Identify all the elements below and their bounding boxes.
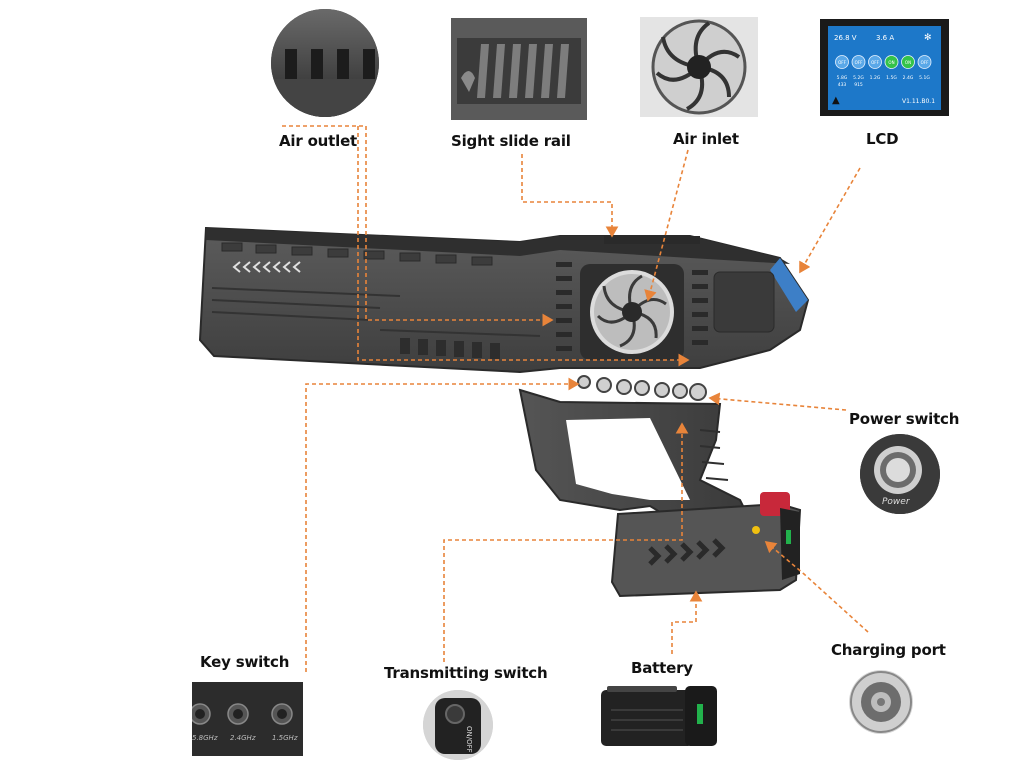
air-outlet-label: Air outlet [279, 132, 358, 150]
power-switch-thumbnail: Power [860, 434, 940, 514]
lcd-band-label: 1.2G [870, 75, 881, 81]
device-grip [518, 388, 752, 532]
charging-port-label: Charging port [831, 641, 946, 659]
lcd-current: 3.6 A [876, 34, 894, 42]
device-barrel [198, 226, 810, 374]
sight-slide-rail-thumbnail [451, 18, 587, 120]
lcd-band-button-text: OFF [838, 60, 846, 65]
key-band-0: 5.8GHz [192, 734, 218, 742]
lcd-band-button [901, 55, 915, 69]
device-battery [610, 492, 802, 598]
key-band-2: 1.5GHz [272, 734, 298, 742]
air-inlet-label: Air inlet [673, 130, 739, 148]
transmitting-switch-thumbnail: ON/OFF [423, 690, 493, 760]
lcd-band-label: 5.1G [919, 75, 930, 81]
lcd-label: LCD [866, 130, 899, 148]
lcd-band-label: 5.8G [837, 75, 848, 81]
key-switch-label: Key switch [200, 653, 290, 671]
lcd-version: V1.11.B0.1 [902, 98, 935, 105]
lcd-band-label-2: 915 [854, 82, 863, 88]
lcd-band-button [851, 55, 866, 69]
lcd-band-button [868, 55, 882, 69]
fan-grille [580, 264, 684, 360]
power-switch-label: Power switch [849, 410, 960, 428]
lcd-band-button [835, 55, 849, 69]
chevron-marks [232, 261, 301, 273]
air-inlet-thumbnail [640, 17, 758, 117]
transmitting-switch-label: Transmitting switch [384, 664, 548, 682]
lcd-band-button-text: ON [888, 60, 894, 65]
lcd-band-button-text: OFF [871, 60, 879, 65]
key-switch-thumbnail: 5.8GHz 2.4GHz 1.5GHz [192, 682, 303, 756]
sight-slide-rail-label: Sight slide rail [451, 132, 571, 150]
power-button-text: Power [882, 497, 911, 507]
battery-thumbnail [597, 680, 723, 752]
lcd-voltage: 26.8 V [834, 34, 857, 42]
lcd-band-button-text: ON [905, 60, 911, 65]
lcd-band-button [884, 55, 899, 69]
transmit-switch-text: ON/OFF [465, 726, 473, 753]
lcd-band-button-text: OFF [855, 60, 863, 65]
antenna-icon: ▲ [832, 95, 840, 106]
key-switch-row [577, 375, 707, 401]
key-band-1: 2.4GHz [230, 734, 256, 742]
lcd-band-label: 5.2G [853, 75, 864, 81]
fan-icon: ✻ [924, 33, 932, 43]
lcd-band-label: 1.5G [886, 75, 897, 81]
lcd-band-label: 2.4G [903, 75, 914, 81]
lcd-band-button [917, 55, 932, 69]
charging-port-thumbnail [849, 670, 913, 734]
leader-lines [282, 125, 869, 672]
battery-label: Battery [631, 659, 693, 677]
lcd-band-button-text: OFF [921, 60, 929, 65]
lcd-band-label-2: 433 [838, 82, 847, 88]
